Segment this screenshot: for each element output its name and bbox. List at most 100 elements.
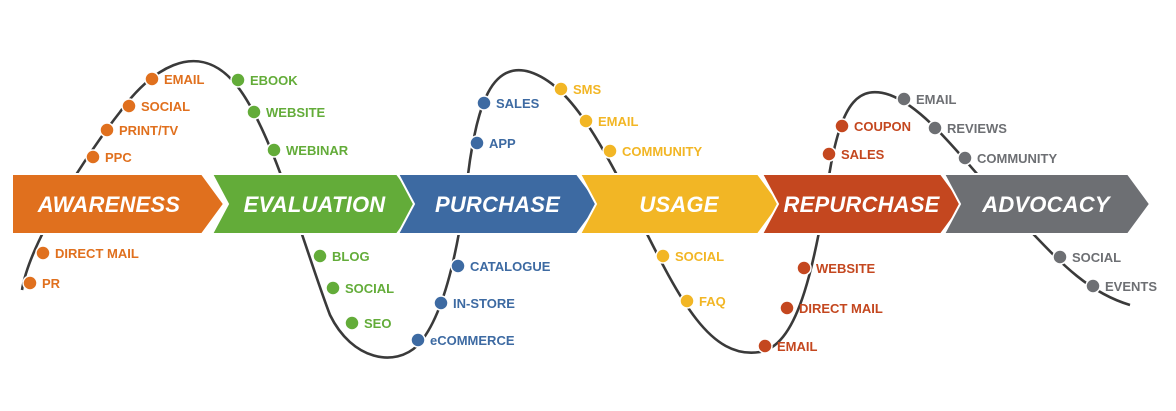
stage-advocacy: ADVOCACY bbox=[942, 173, 1152, 235]
stage-label: PURCHASE bbox=[435, 192, 561, 217]
stage-label: REPURCHASE bbox=[783, 192, 940, 217]
touchpoint-marker bbox=[796, 260, 812, 276]
touchpoint-marker bbox=[834, 118, 850, 134]
stage-awareness: AWARENESS bbox=[11, 173, 226, 235]
touchpoint-label: PRINT/TV bbox=[119, 123, 179, 138]
touchpoint-marker bbox=[821, 146, 837, 162]
touchpoint-label: EMAIL bbox=[777, 339, 818, 354]
touchpoint-usage: FAQ bbox=[679, 293, 726, 309]
touchpoint-marker bbox=[22, 275, 38, 291]
touchpoint-label: WEBINAR bbox=[286, 143, 349, 158]
touchpoint-marker bbox=[779, 300, 795, 316]
touchpoint-marker bbox=[266, 142, 282, 158]
stage-evaluation: EVALUATION bbox=[210, 173, 421, 235]
touchpoint-label: eCOMMERCE bbox=[430, 333, 515, 348]
touchpoint-marker bbox=[433, 295, 449, 311]
touchpoint-label: IN-STORE bbox=[453, 296, 515, 311]
touchpoint-advocacy: EMAIL bbox=[896, 91, 957, 107]
touchpoint-label: EMAIL bbox=[164, 72, 205, 87]
touchpoint-repurchase: DIRECT MAIL bbox=[779, 300, 883, 316]
touchpoint-awareness: EMAIL bbox=[144, 71, 205, 87]
stage-arrow bbox=[11, 173, 226, 235]
touchpoint-label: BLOG bbox=[332, 249, 370, 264]
touchpoint-advocacy: REVIEWS bbox=[927, 120, 1007, 136]
touchpoint-label: PR bbox=[42, 276, 61, 291]
stage-purchase: PURCHASE bbox=[396, 173, 601, 235]
touchpoint-repurchase: EMAIL bbox=[757, 338, 818, 354]
touchpoint-advocacy: EVENTS bbox=[1085, 278, 1157, 294]
touchpoint-purchase: CATALOGUE bbox=[450, 258, 551, 274]
touchpoint-label: APP bbox=[489, 136, 516, 151]
touchpoint-awareness: SOCIAL bbox=[121, 98, 190, 114]
touchpoint-usage: SMS bbox=[553, 81, 602, 97]
touchpoint-label: SALES bbox=[841, 147, 885, 162]
touchpoint-awareness: PRINT/TV bbox=[99, 122, 179, 138]
touchpoint-label: SMS bbox=[573, 82, 602, 97]
touchpoint-marker bbox=[121, 98, 137, 114]
touchpoint-label: SEO bbox=[364, 316, 391, 331]
touchpoint-label: EVENTS bbox=[1105, 279, 1157, 294]
touchpoint-advocacy: SOCIAL bbox=[1052, 249, 1121, 265]
stage-arrow bbox=[760, 173, 965, 235]
touchpoint-awareness: DIRECT MAIL bbox=[35, 245, 139, 261]
touchpoint-marker bbox=[578, 113, 594, 129]
touchpoint-label: FAQ bbox=[699, 294, 726, 309]
touchpoint-label: COUPON bbox=[854, 119, 911, 134]
touchpoint-label: DIRECT MAIL bbox=[55, 246, 139, 261]
stage-label: AWARENESS bbox=[37, 192, 181, 217]
touchpoint-marker bbox=[246, 104, 262, 120]
touchpoint-marker bbox=[450, 258, 466, 274]
touchpoint-marker bbox=[896, 91, 912, 107]
touchpoint-usage: EMAIL bbox=[578, 113, 639, 129]
touchpoint-marker bbox=[35, 245, 51, 261]
touchpoint-evaluation: WEBINAR bbox=[266, 142, 349, 158]
touchpoint-marker bbox=[927, 120, 943, 136]
touchpoint-label: COMMUNITY bbox=[977, 151, 1057, 166]
touchpoint-evaluation: SEO bbox=[344, 315, 391, 331]
touchpoint-evaluation: SOCIAL bbox=[325, 280, 394, 296]
touchpoint-label: CATALOGUE bbox=[470, 259, 551, 274]
touchpoint-label: REVIEWS bbox=[947, 121, 1007, 136]
touchpoint-label: WEBSITE bbox=[266, 105, 326, 120]
touchpoint-evaluation: EBOOK bbox=[230, 72, 298, 88]
touchpoint-purchase: SALES bbox=[476, 95, 540, 111]
touchpoint-label: SOCIAL bbox=[675, 249, 724, 264]
touchpoint-marker bbox=[344, 315, 360, 331]
touchpoint-marker bbox=[1085, 278, 1101, 294]
stage-label: ADVOCACY bbox=[981, 192, 1112, 217]
touchpoint-awareness: PR bbox=[22, 275, 61, 291]
touchpoint-evaluation: WEBSITE bbox=[246, 104, 326, 120]
touchpoint-label: DIRECT MAIL bbox=[799, 301, 883, 316]
touchpoint-advocacy: COMMUNITY bbox=[957, 150, 1057, 166]
touchpoint-marker bbox=[312, 248, 328, 264]
stage-arrow bbox=[942, 173, 1152, 235]
stage-arrow bbox=[396, 173, 601, 235]
touchpoint-marker bbox=[553, 81, 569, 97]
touchpoint-repurchase: WEBSITE bbox=[796, 260, 876, 276]
touchpoint-marker bbox=[757, 338, 773, 354]
touchpoint-repurchase: SALES bbox=[821, 146, 885, 162]
touchpoint-usage: SOCIAL bbox=[655, 248, 724, 264]
touchpoint-usage: COMMUNITY bbox=[602, 143, 702, 159]
stage-label: EVALUATION bbox=[244, 192, 387, 217]
touchpoint-marker bbox=[655, 248, 671, 264]
stage-arrow bbox=[578, 173, 782, 235]
touchpoint-marker bbox=[602, 143, 618, 159]
stage-repurchase: REPURCHASE bbox=[760, 173, 965, 235]
touchpoint-label: SALES bbox=[496, 96, 540, 111]
touchpoint-marker bbox=[230, 72, 246, 88]
touchpoint-awareness: PPC bbox=[85, 149, 132, 165]
touchpoint-repurchase: COUPON bbox=[834, 118, 911, 134]
stage-usage: USAGE bbox=[578, 173, 782, 235]
touchpoint-label: PPC bbox=[105, 150, 132, 165]
touchpoint-marker bbox=[1052, 249, 1068, 265]
touchpoint-marker bbox=[957, 150, 973, 166]
touchpoint-label: SOCIAL bbox=[1072, 250, 1121, 265]
touchpoint-evaluation: BLOG bbox=[312, 248, 370, 264]
touchpoint-purchase: eCOMMERCE bbox=[410, 332, 515, 348]
touchpoint-marker bbox=[144, 71, 160, 87]
touchpoint-label: SOCIAL bbox=[345, 281, 394, 296]
touchpoint-label: EMAIL bbox=[916, 92, 957, 107]
